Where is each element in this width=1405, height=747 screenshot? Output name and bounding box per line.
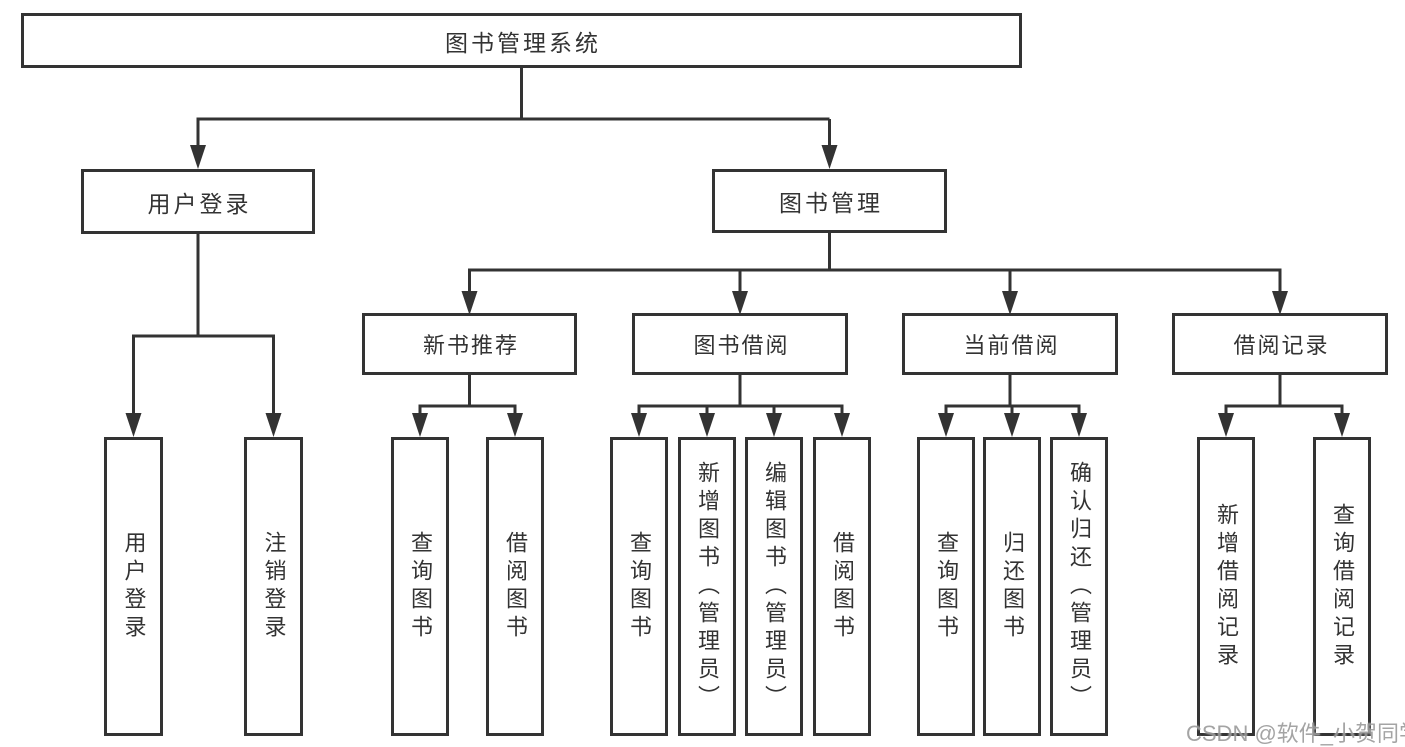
node-label: 借阅图书 [830, 530, 855, 643]
leaf-query-books-current: 查询图书 [917, 437, 975, 736]
node-label: 查询图书 [934, 530, 959, 643]
node-label: 图书管理系统 [445, 29, 601, 56]
node-borrowing-records: 借阅记录 [1172, 313, 1388, 375]
node-label: 归还图书 [1000, 530, 1025, 643]
leaf-user-login: 用户登录 [104, 437, 163, 736]
watermark-text: CSDN @软件_小贺同学 [1186, 721, 1405, 746]
leaf-confirm-return-admin: 确认归还（管理员） [1050, 437, 1108, 736]
node-label: 确认归还（管理员） [1067, 460, 1092, 713]
node-label: 新增图书（管理员） [695, 460, 720, 713]
node-label: 查询图书 [408, 530, 433, 643]
node-library-management-system: 图书管理系统 [21, 13, 1022, 68]
node-label: 新书推荐 [422, 333, 519, 358]
arrowheads [125, 145, 1350, 437]
node-label: 查询借阅记录 [1330, 502, 1355, 671]
node-book-management: 图书管理 [712, 169, 947, 233]
node-label: 注销登录 [261, 530, 287, 643]
node-book-borrowing: 图书借阅 [632, 313, 848, 375]
node-current-borrowing: 当前借阅 [902, 313, 1118, 375]
node-new-book-recommend: 新书推荐 [362, 313, 577, 375]
leaf-logout: 注销登录 [244, 437, 303, 736]
leaf-borrow-books-recommend: 借阅图书 [486, 437, 544, 736]
node-label: 图书借阅 [693, 333, 790, 358]
node-label: 借阅图书 [503, 530, 528, 643]
leaf-query-borrow-record: 查询借阅记录 [1313, 437, 1371, 736]
node-label: 用户登录 [121, 530, 147, 643]
tree-edges [132, 68, 1344, 420]
leaf-query-books-recommend: 查询图书 [391, 437, 449, 736]
node-label: 编辑图书（管理员） [762, 460, 787, 713]
node-label: 借阅记录 [1233, 333, 1330, 358]
node-label: 用户登录 [147, 190, 252, 217]
leaf-borrow-books: 借阅图书 [813, 437, 871, 736]
leaf-return-books: 归还图书 [983, 437, 1041, 736]
leaf-query-books-borrowing: 查询图书 [610, 437, 668, 736]
node-label: 图书管理 [779, 190, 883, 216]
node-label: 当前借阅 [963, 333, 1060, 358]
node-user-login: 用户登录 [81, 169, 315, 234]
node-label: 查询图书 [627, 530, 652, 643]
leaf-edit-books-admin: 编辑图书（管理员） [745, 437, 803, 736]
leaf-add-books-admin: 新增图书（管理员） [678, 437, 736, 736]
node-label: 新增借阅记录 [1214, 502, 1239, 671]
leaf-add-borrow-record: 新增借阅记录 [1197, 437, 1255, 736]
